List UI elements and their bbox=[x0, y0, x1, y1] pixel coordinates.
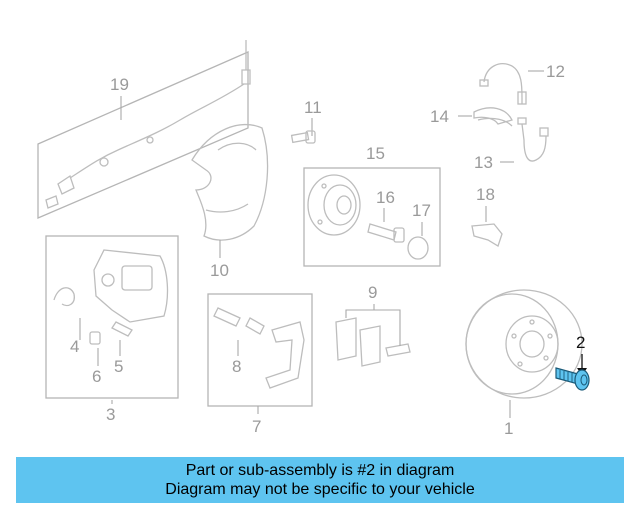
guide-pins bbox=[213, 307, 265, 335]
brake-rotor bbox=[465, 289, 583, 399]
abs-sensor-panel bbox=[37, 40, 251, 219]
bleeder-cap bbox=[89, 331, 101, 345]
wheel-hub bbox=[307, 174, 361, 236]
callout-19: 19 bbox=[110, 75, 129, 94]
callout-16: 16 bbox=[376, 188, 395, 207]
callout-9: 9 bbox=[368, 283, 377, 302]
callout-1: 1 bbox=[504, 419, 513, 438]
dust-cap bbox=[407, 236, 429, 260]
callout-17: 17 bbox=[412, 201, 431, 220]
caliper-carrier bbox=[265, 321, 305, 389]
highlighted-screw[interactable] bbox=[555, 367, 590, 391]
callout-4: 4 bbox=[70, 337, 79, 356]
info-banner: Part or sub-assembly is #2 in diagram Di… bbox=[16, 457, 624, 503]
hub-bolt bbox=[367, 223, 405, 243]
hub-assembly-box bbox=[303, 167, 441, 267]
callout-15: 15 bbox=[366, 144, 385, 163]
callout-10: 10 bbox=[210, 261, 229, 280]
caliper-spring bbox=[53, 287, 75, 307]
callout-14: 14 bbox=[430, 107, 449, 126]
brake-line-13 bbox=[517, 117, 549, 162]
callout-6: 6 bbox=[92, 367, 101, 386]
bolt-11 bbox=[290, 130, 316, 144]
callout-2: 2 bbox=[576, 333, 585, 352]
bracket-14 bbox=[473, 107, 513, 127]
bracket-18 bbox=[471, 223, 503, 247]
banner-line-1: Part or sub-assembly is #2 in diagram bbox=[185, 462, 455, 479]
callout-18: 18 bbox=[476, 185, 495, 204]
callout-3: 3 bbox=[106, 405, 115, 424]
callout-8: 8 bbox=[232, 357, 241, 376]
splash-shield bbox=[191, 123, 269, 241]
carrier-box bbox=[207, 293, 313, 407]
callout-12: 12 bbox=[546, 62, 565, 81]
brake-hose-12 bbox=[479, 63, 527, 105]
caliper-box bbox=[45, 235, 179, 399]
callout-11: 11 bbox=[304, 98, 322, 117]
callout-13: 13 bbox=[474, 153, 493, 172]
bleeder-screw bbox=[111, 321, 133, 337]
caliper bbox=[93, 249, 169, 323]
parts-diagram: 19 11 10 15 16 17 12 bbox=[37, 40, 590, 438]
brake-pads bbox=[335, 317, 411, 367]
banner-line-2: Diagram may not be specific to your vehi… bbox=[165, 481, 475, 498]
callout-5: 5 bbox=[114, 357, 123, 376]
callout-7: 7 bbox=[252, 417, 261, 436]
